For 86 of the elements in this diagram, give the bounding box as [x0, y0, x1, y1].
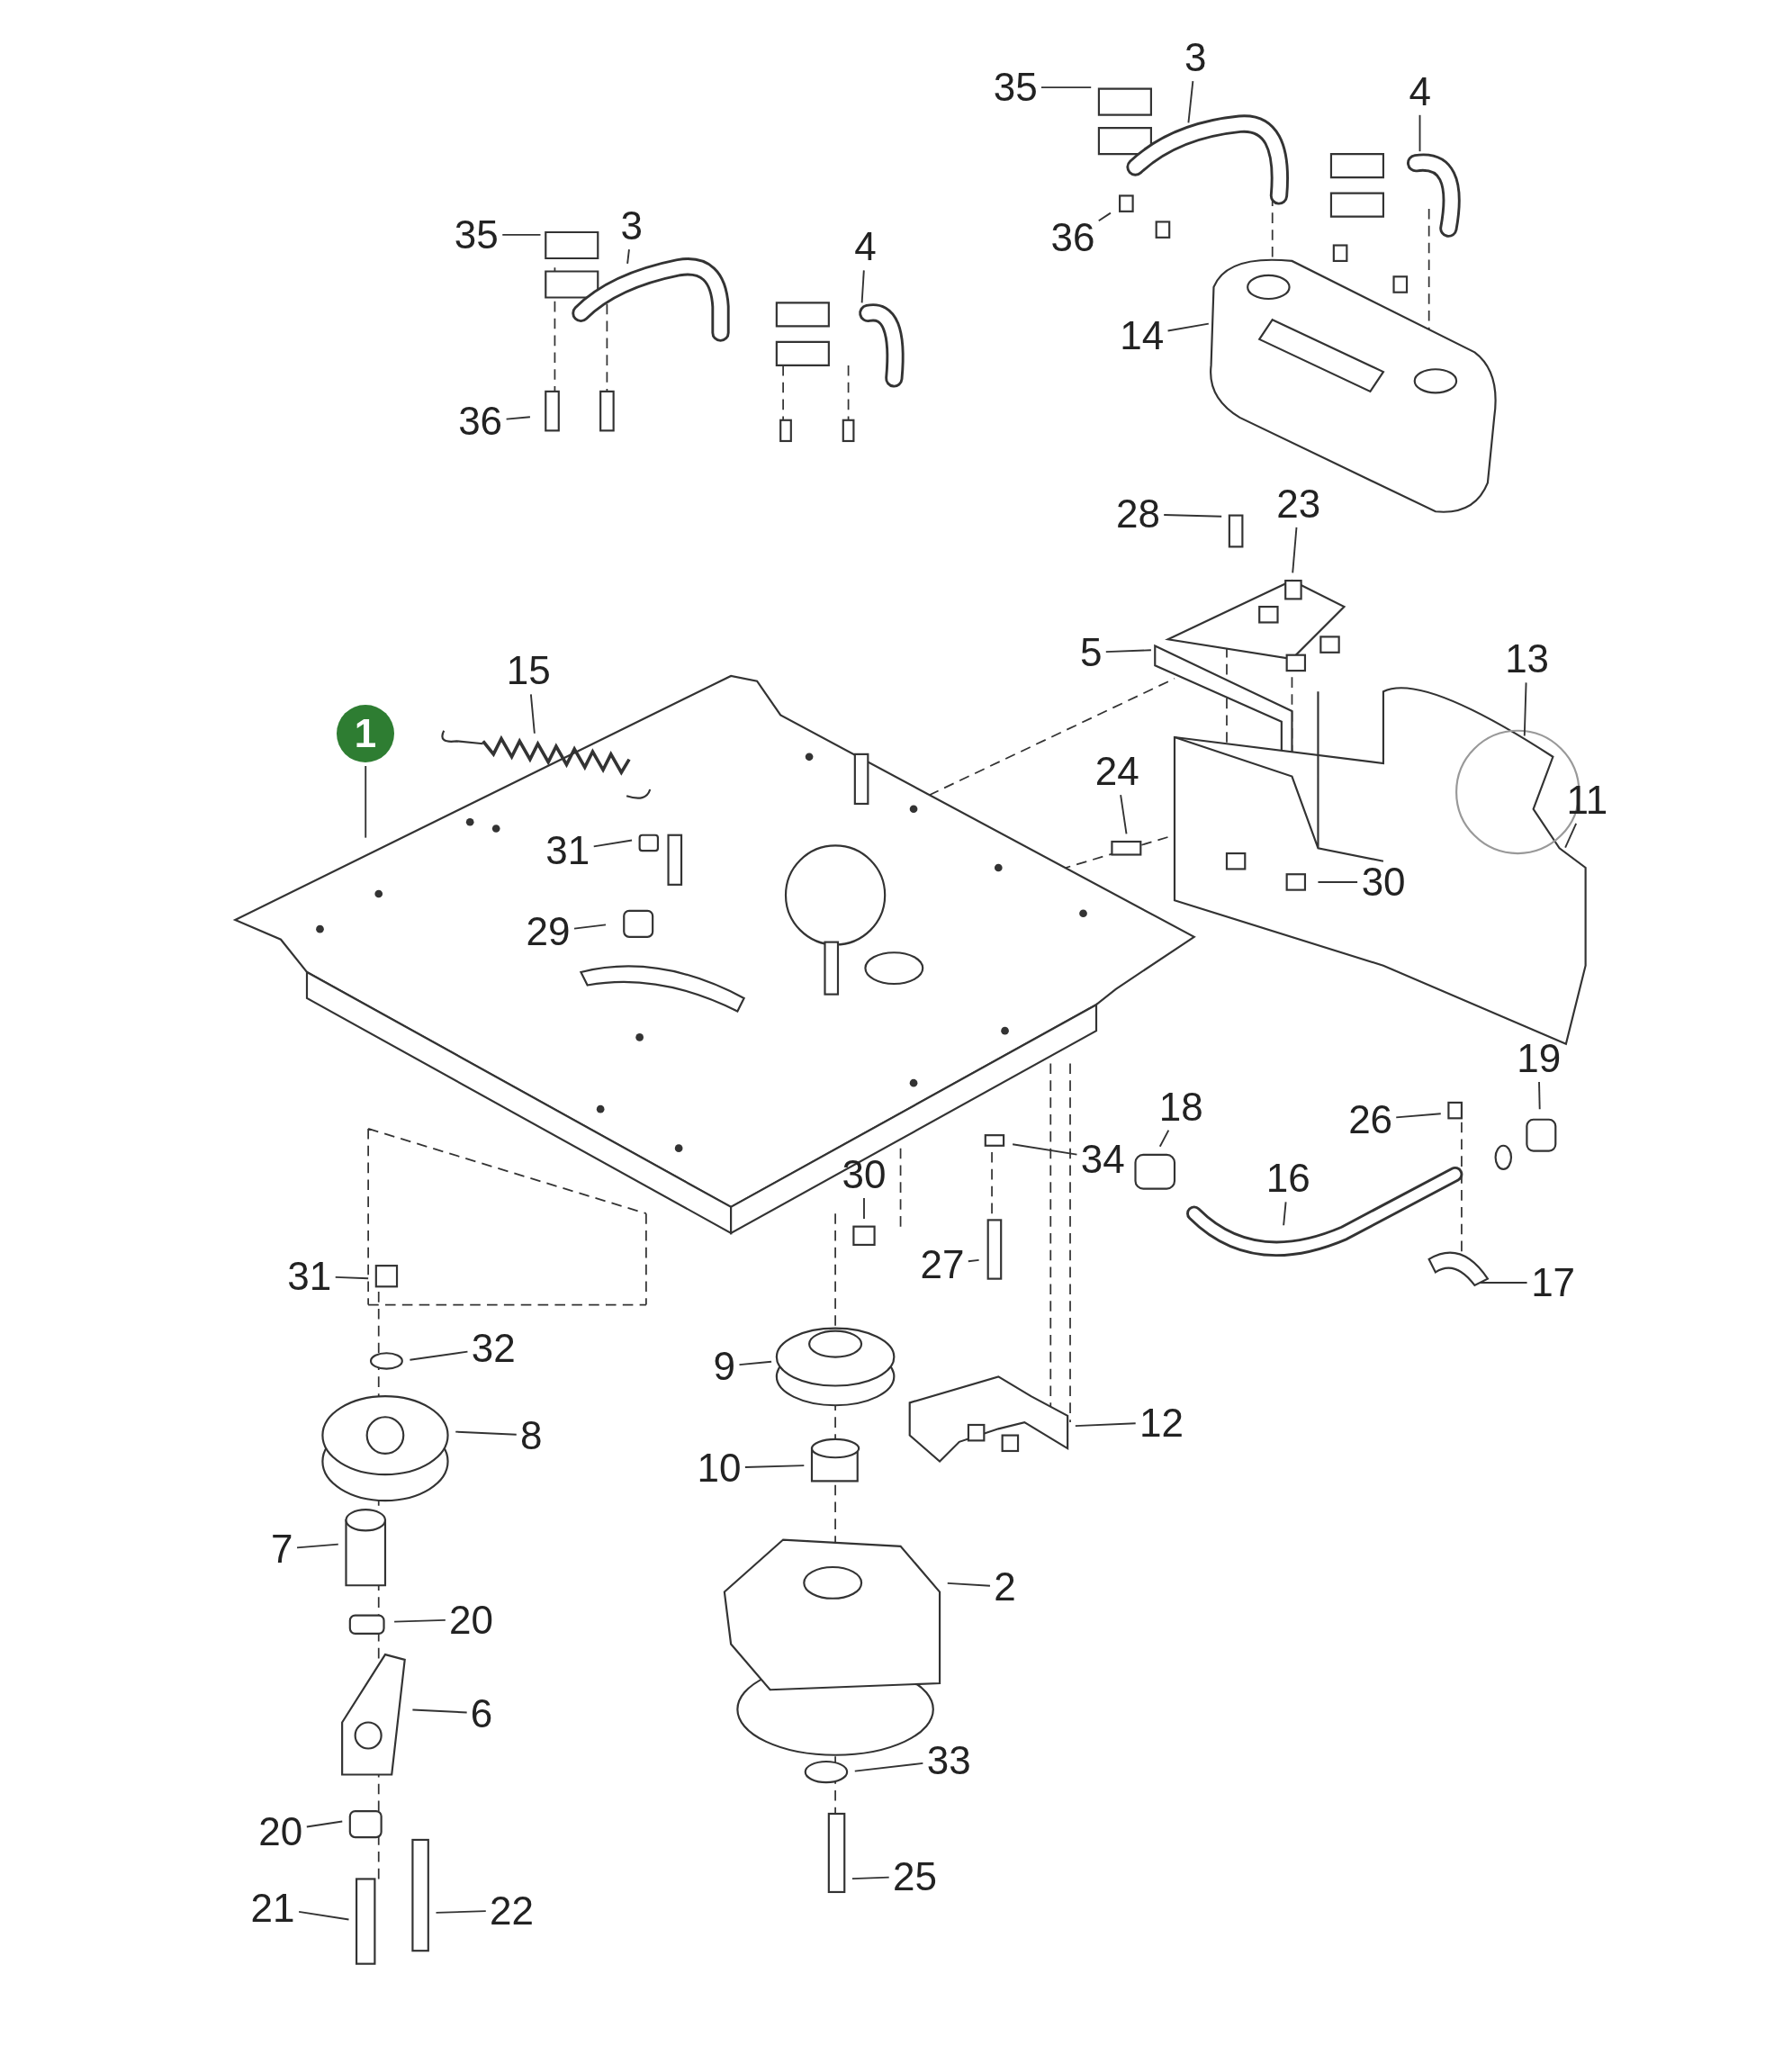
leader-line	[1292, 526, 1298, 574]
callout-number: 21	[250, 1888, 295, 1929]
leader-line	[743, 1465, 806, 1468]
callout-number: 15	[506, 651, 551, 691]
leader-line	[305, 1820, 344, 1828]
callout-number: 10	[697, 1448, 742, 1489]
callout-number: 16	[1265, 1158, 1310, 1199]
leader-line	[501, 234, 542, 236]
callout-number: 23	[1276, 483, 1321, 524]
callout-number: 35	[454, 215, 499, 255]
leader-line	[853, 1762, 924, 1772]
leader-line	[1317, 881, 1359, 883]
callout-number: 30	[842, 1155, 887, 1195]
callout-number: 8	[519, 1416, 543, 1456]
callout-number: 5	[1080, 633, 1103, 673]
callout-number: 25	[893, 1857, 937, 1897]
callout-number: 2	[994, 1567, 1016, 1608]
leader-line	[411, 1708, 468, 1714]
leader-line	[435, 1910, 487, 1914]
leader-line	[296, 1543, 339, 1549]
leader-line	[1040, 86, 1093, 89]
leader-line	[738, 1360, 773, 1366]
leader-line	[1097, 212, 1112, 222]
callout-number: 29	[526, 912, 571, 952]
leader-line	[1074, 1422, 1137, 1427]
leader-line	[946, 1582, 991, 1587]
callout-number: 32	[471, 1328, 516, 1368]
callout-number: 13	[1505, 639, 1550, 680]
callout-number: 17	[1531, 1263, 1576, 1303]
callout-number: 18	[1158, 1086, 1203, 1127]
leader-line	[1395, 1113, 1442, 1119]
callout-number: 36	[458, 401, 503, 442]
callout-number: 3	[1184, 37, 1207, 77]
callout-number: 14	[1120, 315, 1165, 356]
callout-number: 31	[545, 831, 590, 871]
callout-number: 33	[926, 1741, 971, 1781]
leader-line	[1283, 1201, 1287, 1227]
leader-line	[860, 269, 865, 304]
leader-line	[573, 924, 607, 930]
callout-number: 3	[620, 205, 644, 246]
leader-line	[1187, 80, 1194, 124]
leader-line	[1166, 322, 1210, 332]
callout-number: 36	[1050, 217, 1095, 257]
leader-line	[1012, 1143, 1078, 1156]
leader-line	[409, 1350, 469, 1361]
callout-number: 30	[1361, 862, 1406, 903]
callout-number: 6	[470, 1694, 493, 1734]
callout-number: 4	[1409, 71, 1431, 112]
callout-number: 22	[489, 1890, 534, 1931]
leader-line	[592, 839, 633, 848]
leader-line	[334, 1275, 370, 1280]
leader-line	[863, 1197, 865, 1220]
callout-number: 34	[1080, 1139, 1125, 1179]
leader-line	[505, 416, 531, 420]
callout-number: 19	[1517, 1039, 1562, 1079]
callout-number: 20	[449, 1600, 493, 1640]
callout-number: 35	[993, 68, 1038, 108]
leader-line	[455, 1430, 518, 1436]
callout-number: 24	[1094, 752, 1139, 791]
callout-number: 27	[920, 1245, 965, 1285]
leader-line	[1163, 514, 1223, 518]
leader-line	[967, 1258, 980, 1263]
callout-badge: 1	[337, 704, 394, 762]
leader-line	[1479, 1282, 1528, 1284]
leader-line	[1120, 794, 1128, 835]
callout-number: 4	[854, 227, 877, 267]
leader-line	[393, 1618, 446, 1623]
leader-line	[365, 765, 367, 839]
leader-line	[1104, 649, 1152, 653]
callout-number: 12	[1139, 1402, 1184, 1443]
callout-number: 11	[1566, 780, 1608, 820]
callout-number: 7	[271, 1529, 293, 1570]
callout-number: 20	[258, 1811, 303, 1852]
leader-line	[529, 693, 536, 735]
leader-line	[298, 1910, 350, 1921]
callout-number: 31	[287, 1257, 332, 1297]
leader-line	[851, 1876, 890, 1880]
leader-line	[626, 248, 630, 265]
leader-line	[1523, 681, 1527, 737]
leader-line	[1418, 113, 1421, 153]
callout-number: 28	[1116, 494, 1160, 535]
leader-line	[1158, 1129, 1170, 1148]
callout-number: 9	[713, 1347, 736, 1387]
callout-number: 26	[1348, 1100, 1393, 1140]
leader-line	[1538, 1081, 1541, 1111]
leader-line	[1564, 823, 1578, 849]
